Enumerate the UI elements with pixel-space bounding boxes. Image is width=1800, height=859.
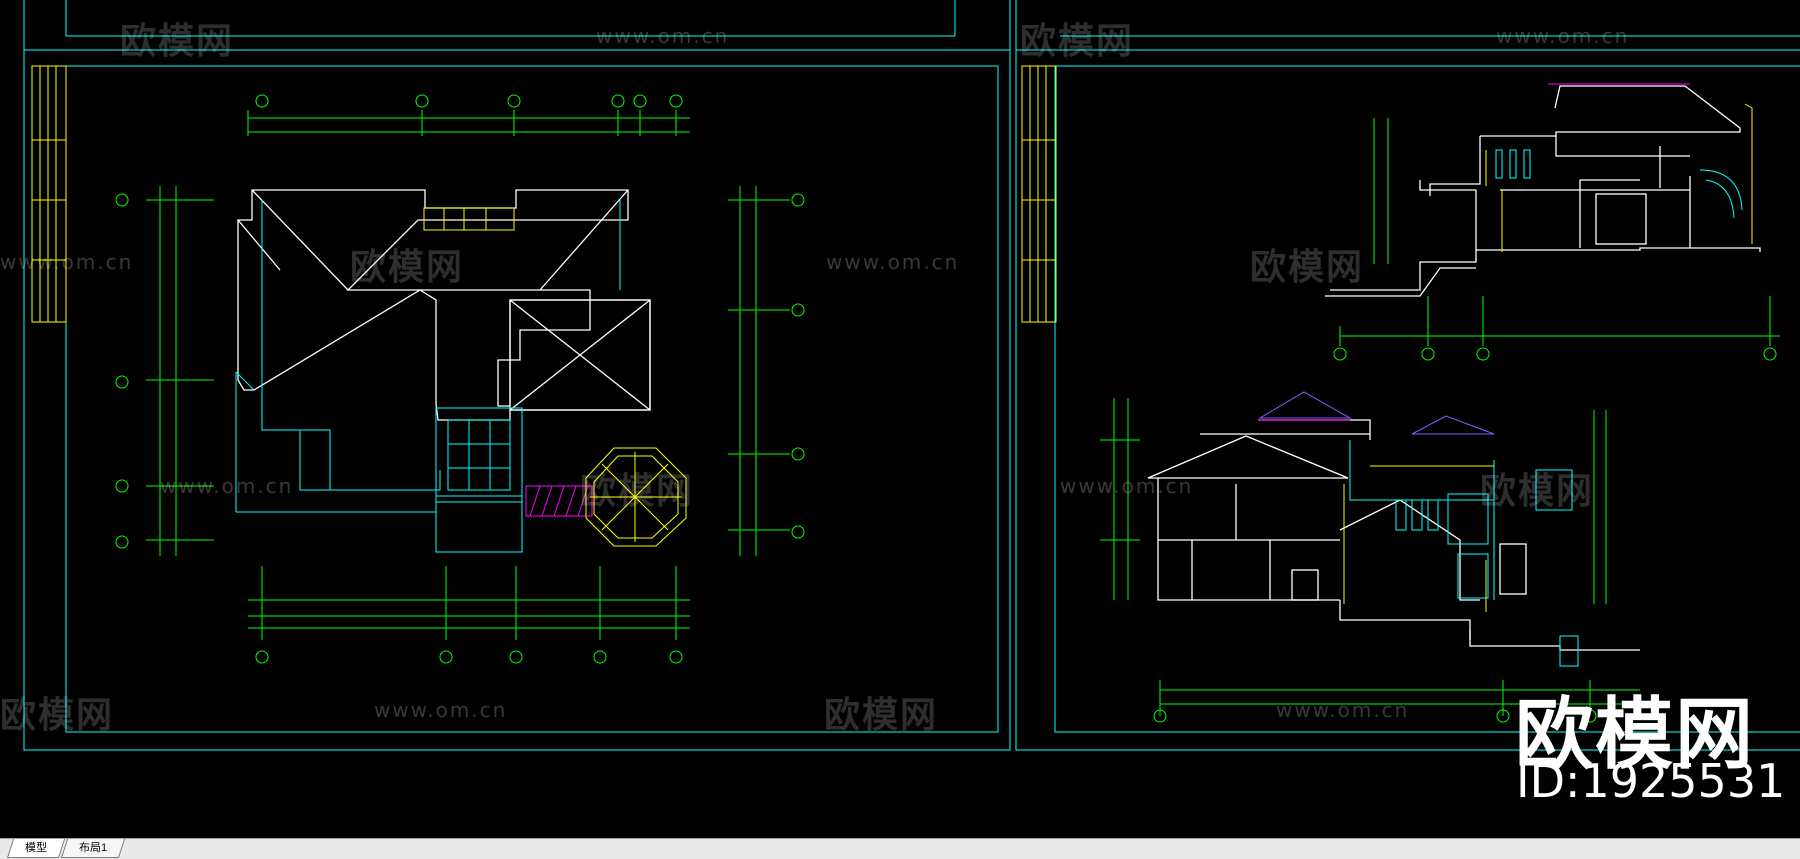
watermark-url: www.om.cn (1496, 24, 1630, 48)
glazed-atrium (447, 419, 511, 491)
watermark-url: www.om.cn (826, 250, 960, 274)
layout-tab-bar: 模型 布局1 (0, 838, 1800, 859)
watermark-brand: 欧模网 (0, 695, 115, 736)
section-2-cyan (1349, 440, 1579, 667)
roof-skylight (423, 207, 515, 231)
roof-plan-eave (235, 200, 621, 553)
watermark-brand: 欧模网 (824, 695, 939, 736)
watermark-brand: 欧模网 (580, 471, 695, 512)
watermark-brand: 欧模网 (1020, 21, 1135, 62)
tab-model[interactable]: 模型 (6, 839, 66, 858)
watermark-brand: 欧模网 (1480, 471, 1595, 512)
watermark-stamp-id: ID:1925531 (1516, 754, 1786, 808)
cad-model-space[interactable]: 欧模网 www.om.cn 欧模网 www.om.cn www.om.cn 欧模… (0, 0, 1800, 838)
tab-layout-1[interactable]: 布局1 (60, 839, 126, 858)
roof-plan-grid-bubbles (115, 94, 1777, 723)
section-2-dimensions (1100, 398, 1640, 716)
section-1-dimensions (1339, 118, 1780, 346)
drawing-frames (23, 0, 1800, 751)
watermark-brand: 欧模网 (120, 21, 235, 62)
section-1-drawing (1325, 85, 1761, 297)
watermark-brand: 欧模网 (1250, 247, 1365, 288)
title-block-left (31, 65, 67, 323)
watermark-url: www.om.cn (0, 250, 134, 274)
octagonal-pavilion (585, 447, 687, 547)
cad-drawing (23, 0, 1800, 751)
section-2-drawing (1147, 419, 1640, 651)
section-1-cyan (1495, 149, 1743, 219)
watermark-url: www.om.cn (374, 698, 508, 722)
watermark-url: www.om.cn (596, 24, 730, 48)
watermark-stamp-title: 欧模网 (1515, 690, 1756, 780)
watermark-url: www.om.cn (1276, 698, 1410, 722)
roof-plan-dimensions (146, 110, 790, 640)
watermark-url: www.om.cn (160, 474, 294, 498)
section-2-purple-roofs (1258, 391, 1495, 435)
header-grid-bubbles (65, 0, 1800, 37)
section-1-yellow (1485, 103, 1753, 252)
title-block-right (1021, 65, 1057, 323)
watermark-brand: 欧模网 (350, 247, 465, 288)
watermark-url: www.om.cn (1060, 474, 1194, 498)
section-2-yellow (1343, 465, 1494, 612)
